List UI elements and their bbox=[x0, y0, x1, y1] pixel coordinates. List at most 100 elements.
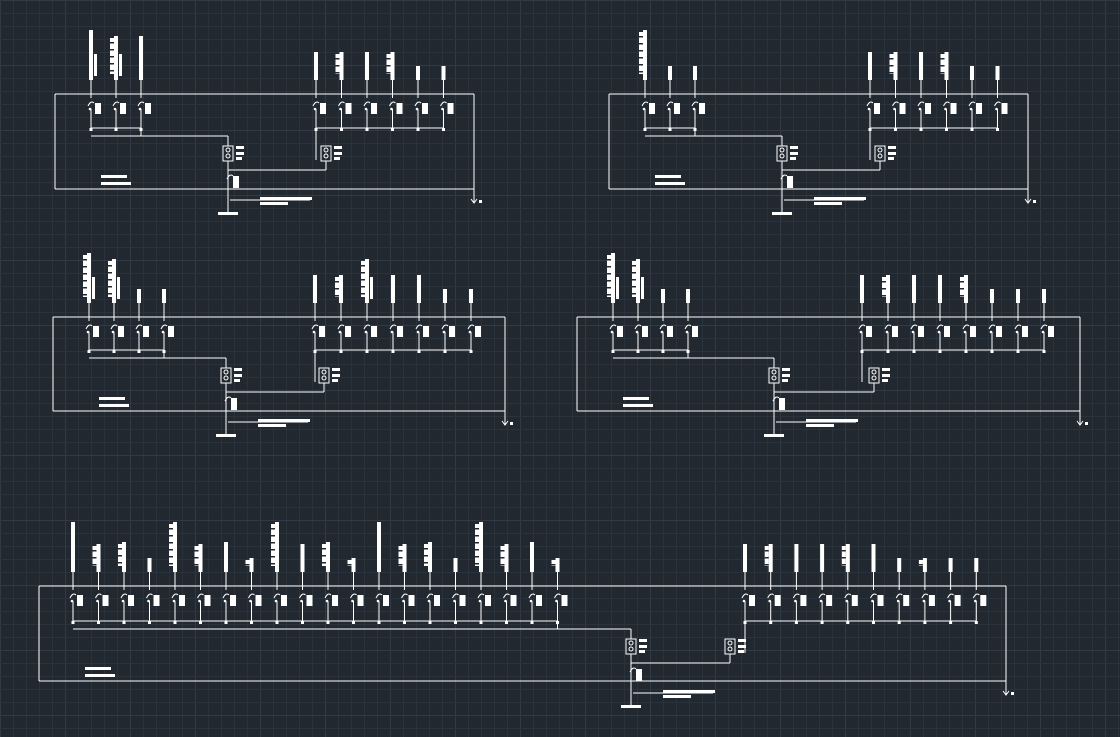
breaker-tag bbox=[371, 103, 377, 114]
meter-tag bbox=[738, 650, 744, 653]
breaker-tag bbox=[128, 595, 134, 606]
breaker-symbol bbox=[994, 101, 1001, 107]
feeder-label-text bbox=[398, 546, 403, 566]
breaker-tag bbox=[168, 326, 174, 337]
distribution-diagram-3[interactable] bbox=[52, 253, 513, 437]
label-gap bbox=[607, 266, 611, 268]
label-gap bbox=[110, 49, 114, 51]
meter-tag bbox=[790, 157, 796, 160]
label-gap bbox=[108, 293, 112, 295]
label-gap bbox=[92, 550, 97, 552]
breaker-symbol bbox=[146, 593, 153, 599]
label-gap bbox=[940, 72, 945, 74]
meter-coil-icon bbox=[225, 147, 231, 153]
distribution-diagram-5[interactable] bbox=[38, 522, 1014, 708]
feeder-label-text bbox=[271, 524, 275, 566]
main-breaker-symbol bbox=[226, 174, 234, 180]
feeder-label-text bbox=[300, 544, 305, 572]
breaker-tag bbox=[449, 326, 455, 337]
feeder-label-text bbox=[897, 558, 902, 572]
breaker-symbol bbox=[528, 593, 536, 599]
breaker-tag bbox=[345, 326, 351, 337]
feeder-label-text bbox=[607, 255, 611, 297]
feeder-label-text bbox=[89, 30, 93, 80]
breaker-symbol bbox=[441, 324, 449, 330]
label-gap bbox=[960, 295, 964, 297]
meter-coil-icon bbox=[223, 369, 229, 375]
feeder-label-text bbox=[886, 275, 890, 303]
label-gap bbox=[92, 557, 97, 559]
breaker-symbol bbox=[248, 593, 255, 599]
feeder-label-text bbox=[443, 289, 447, 303]
feeder-label-text bbox=[96, 544, 101, 572]
breaker-symbol bbox=[389, 324, 397, 330]
feeder-label-text bbox=[820, 544, 825, 572]
breaker-symbol bbox=[884, 324, 892, 330]
label-gap bbox=[169, 563, 173, 565]
breaker-tag bbox=[800, 595, 807, 606]
feeder-label-text bbox=[351, 558, 356, 572]
label-gap bbox=[841, 557, 846, 559]
incoming-cable-text bbox=[258, 424, 286, 427]
meter-tag bbox=[782, 374, 790, 377]
breaker-symbol bbox=[895, 593, 903, 599]
breaker-tag bbox=[371, 326, 377, 337]
breaker-symbol bbox=[892, 101, 899, 107]
label-gap bbox=[386, 58, 391, 60]
label-gap bbox=[632, 279, 636, 281]
label-gap bbox=[475, 528, 479, 530]
ground-tag bbox=[1085, 422, 1088, 425]
meter-tag bbox=[782, 379, 788, 382]
label-gap bbox=[639, 64, 643, 66]
label-gap bbox=[632, 272, 636, 274]
breaker-symbol bbox=[312, 101, 320, 107]
panel-title-text bbox=[85, 667, 111, 670]
feeder-label-text bbox=[416, 66, 420, 80]
feeder-label-text bbox=[1016, 289, 1020, 303]
distribution-diagram-2[interactable] bbox=[608, 30, 1036, 215]
label-gap bbox=[83, 266, 87, 268]
label-gap bbox=[398, 564, 403, 566]
distribution-diagram-1[interactable] bbox=[54, 30, 482, 215]
feeder-label-text bbox=[661, 289, 665, 303]
feeder-label-text bbox=[686, 289, 690, 303]
breaker-tag bbox=[674, 103, 680, 114]
breaker-tag bbox=[996, 326, 1002, 337]
feeder-label-text bbox=[92, 277, 95, 299]
breaker-symbol bbox=[988, 324, 996, 330]
ground-arrow-icon bbox=[501, 420, 509, 426]
terminal-mark bbox=[974, 621, 978, 624]
ground-tag bbox=[1033, 200, 1036, 203]
terminal-mark bbox=[912, 350, 916, 353]
label-gap bbox=[960, 281, 964, 283]
breaker-tag bbox=[950, 103, 957, 114]
meter-tag bbox=[234, 379, 240, 382]
breaker-tag bbox=[77, 595, 83, 606]
breaker-symbol bbox=[110, 324, 118, 330]
meter-tag bbox=[332, 374, 340, 377]
terminal-mark bbox=[611, 350, 615, 353]
feeder-label-text bbox=[112, 259, 116, 303]
feeder-label-text bbox=[173, 522, 177, 572]
feeder-label-text bbox=[948, 558, 953, 572]
breaker-symbol bbox=[426, 593, 434, 599]
breaker-symbol bbox=[684, 324, 692, 330]
feeder-label-text bbox=[249, 558, 254, 572]
label-gap bbox=[424, 548, 428, 550]
breaker-tag bbox=[976, 103, 982, 114]
feeder-label-text bbox=[119, 54, 122, 76]
panel-name-text bbox=[764, 434, 784, 437]
feeder-label-text bbox=[313, 275, 317, 303]
main-breaker-tag bbox=[231, 398, 237, 410]
feeder-label-text bbox=[169, 524, 173, 566]
feeder-label-text bbox=[335, 277, 339, 297]
feeder-label-text bbox=[162, 289, 166, 303]
label-gap bbox=[335, 65, 340, 67]
label-gap bbox=[398, 550, 403, 552]
label-gap bbox=[607, 294, 611, 296]
distribution-diagram-4[interactable] bbox=[576, 253, 1088, 437]
panel-title-text bbox=[655, 175, 681, 178]
meter-coil-icon bbox=[877, 153, 883, 159]
